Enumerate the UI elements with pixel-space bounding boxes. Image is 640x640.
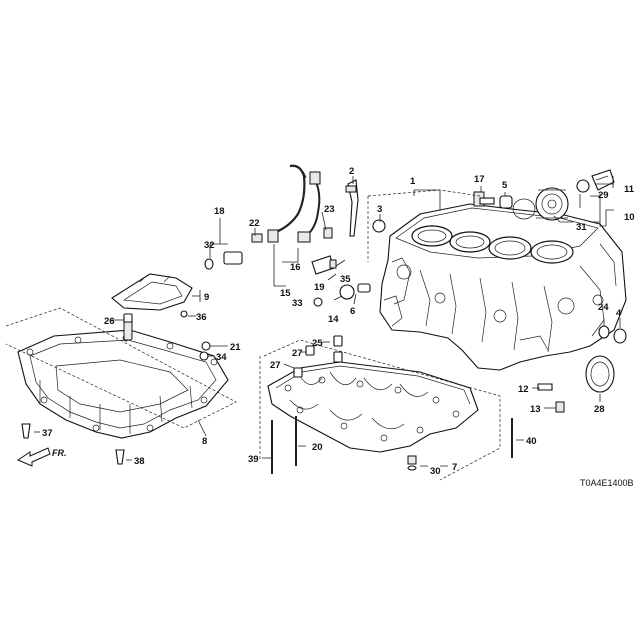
callout-32[interactable]: 32 (204, 240, 215, 251)
callout-12[interactable]: 12 (518, 384, 529, 395)
callout-20[interactable]: 20 (312, 442, 323, 453)
callout-36[interactable]: 36 (196, 312, 207, 323)
callout-11[interactable]: 11 (624, 184, 635, 195)
callout-39[interactable]: 39 (248, 454, 259, 465)
callout-28[interactable]: 28 (594, 404, 605, 415)
callout-33[interactable]: 33 (292, 298, 303, 309)
dipstick-guide[interactable] (345, 179, 359, 237)
callout-35[interactable]: 35 (340, 274, 351, 285)
callout-19[interactable]: 19 (314, 282, 325, 293)
callout-2[interactable]: 2 (349, 166, 354, 177)
front-direction-label: FR. (52, 448, 67, 458)
callout-18[interactable]: 18 (214, 206, 225, 217)
callout-27b[interactable]: 27 (292, 348, 303, 359)
knock-sensor-harness[interactable] (267, 164, 321, 243)
callout-3[interactable]: 3 (377, 204, 382, 215)
callout-13[interactable]: 13 (530, 404, 541, 415)
lower-block[interactable] (267, 361, 479, 453)
callout-17[interactable]: 17 (474, 174, 485, 185)
callout-34[interactable]: 34 (216, 352, 227, 363)
callout-29[interactable]: 29 (598, 190, 609, 201)
callout-1[interactable]: 1 (410, 176, 416, 187)
callout-labels: 1 2 3 4 5 6 7 8 9 10 11 12 13 14 15 16 1… (42, 166, 635, 477)
oil-pan[interactable] (17, 317, 229, 439)
callout-30[interactable]: 30 (430, 466, 441, 477)
oil-filter-housing[interactable] (512, 169, 615, 221)
callout-5[interactable]: 5 (502, 180, 508, 191)
callout-7[interactable]: 7 (452, 462, 457, 473)
callout-6[interactable]: 6 (350, 306, 355, 317)
callout-26[interactable]: 26 (104, 316, 115, 327)
cylinder-block[interactable] (379, 203, 627, 371)
callout-8[interactable]: 8 (202, 436, 207, 447)
diagram-code: T0A4E1400B (580, 478, 634, 488)
callout-4[interactable]: 4 (616, 308, 622, 319)
oil-seal[interactable] (585, 325, 627, 393)
front-direction-arrow: FR. (16, 447, 67, 467)
callout-15[interactable]: 15 (280, 288, 291, 299)
callout-16[interactable]: 16 (290, 262, 301, 273)
callout-38[interactable]: 38 (134, 456, 145, 467)
callout-23[interactable]: 23 (324, 204, 335, 215)
callout-24[interactable]: 24 (598, 302, 609, 313)
callout-22[interactable]: 22 (249, 218, 260, 229)
callout-31[interactable]: 31 (576, 222, 587, 233)
callout-27[interactable]: 27 (270, 360, 281, 371)
callout-21[interactable]: 21 (230, 342, 241, 353)
callout-10[interactable]: 10 (624, 212, 635, 223)
callout-37[interactable]: 37 (42, 428, 53, 439)
callout-25[interactable]: 25 (312, 338, 323, 349)
callout-14[interactable]: 14 (328, 314, 339, 325)
callout-40[interactable]: 40 (526, 436, 537, 447)
callout-9[interactable]: 9 (204, 292, 209, 303)
baffle-plate[interactable] (111, 273, 193, 311)
